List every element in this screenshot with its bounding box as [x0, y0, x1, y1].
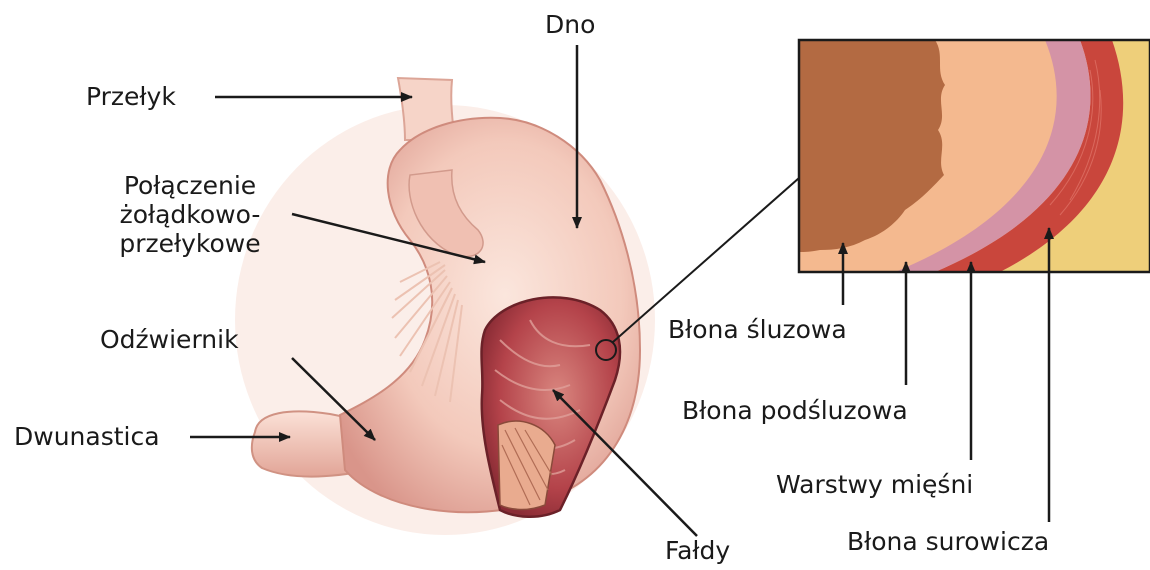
label-pylorus: Odźwiernik — [100, 325, 239, 354]
wall-cross-section — [799, 40, 1150, 272]
label-junction-line1: Połączenie — [100, 171, 280, 200]
label-fundus: Dno — [545, 10, 595, 39]
label-folds: Fałdy — [665, 536, 730, 565]
label-junction-line2: żołądkowo- — [100, 200, 280, 229]
label-mucosa: Błona śluzowa — [668, 315, 847, 344]
label-esophagus: Przełyk — [86, 82, 176, 111]
label-submucosa: Błona podśluzowa — [682, 396, 908, 425]
label-muscle-layers: Warstwy mięśni — [776, 470, 973, 499]
label-duodenum: Dwunastica — [14, 422, 160, 451]
label-junction-line3: przełykowe — [100, 229, 280, 258]
stomach-illustration — [235, 78, 799, 535]
label-serosa: Błona surowicza — [847, 527, 1049, 556]
